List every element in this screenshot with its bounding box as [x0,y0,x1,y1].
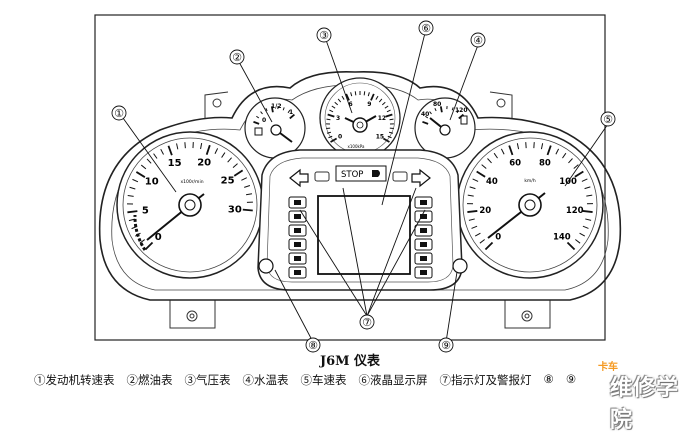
tach-label: 20 [197,158,211,169]
pressure-label: 3 [336,115,340,122]
temp-tick-40: 40 [421,111,429,118]
legend-item-4: ④水温表 [243,372,289,388]
fuel-tick-full: 1 [289,109,293,116]
tach-label: 5 [142,206,149,217]
callout-6: ⑥ [421,22,431,35]
warning-lamp-icon [294,228,301,233]
watermark-logo: 卡车 维修学院 [570,358,690,406]
temp-gauge: 40 80 120 [415,98,475,158]
tach-label: 10 [145,177,159,188]
tach-label: 30 [228,204,242,215]
warning-lamp-icon [294,270,301,275]
speed-label: 60 [509,158,521,168]
warning-lamp-icon [420,270,427,275]
tach-tick [127,211,137,212]
speed-label: 20 [479,206,491,216]
warning-lamp-icon [420,242,427,247]
pressure-tick [327,119,331,120]
pressure-tick [364,91,365,95]
legend-item-5: ⑤车速表 [301,372,347,388]
legend-item-8: ⑧ [544,372,554,388]
warning-lamp-icon [294,256,301,261]
warning-lamp-icon [420,256,427,261]
warning-lamp-icon [294,214,301,219]
warning-lamp-icon [294,200,301,205]
tach-tick [243,210,253,211]
speed-label: 80 [539,158,551,168]
center-module: STOP [258,150,462,290]
warning-lamp-icon [294,242,301,247]
speed-label: 0 [495,233,501,243]
fuel-tick-half: 1/2 [271,103,282,110]
callout-1: ① [114,107,124,120]
pressure-label: 15 [376,134,384,141]
tach-label: 15 [168,158,182,169]
pressure-label: 9 [367,101,371,108]
legend-item-2: ②燃油表 [127,372,173,388]
watermark-main-text: 维修学院 [610,370,690,434]
legend-item-1: ①发动机转速表 [34,372,115,388]
pressure-label: 0 [338,134,342,141]
speed-label: 120 [566,206,584,216]
speed-label: 40 [486,177,498,187]
legend-item-7: ⑦指示灯及警报灯 [440,372,532,388]
speed-label: 140 [553,233,571,243]
callout-4: ④ [473,34,483,47]
callout-7: ⑦ [362,316,372,329]
stop-label: STOP [341,170,363,180]
knob-left [259,259,273,273]
mount-tab-top-left [205,92,228,118]
callout-5: ⑤ [603,113,613,126]
temp-tick-80: 80 [433,101,441,108]
pressure-tick [390,119,394,120]
headlight-icon [372,170,380,177]
speed-tick [467,211,477,212]
callout-2: ② [232,51,242,64]
legend-item-6: ⑥液晶显示屏 [359,372,428,388]
legend-item-3: ③气压表 [185,372,231,388]
temp-tick-120: 120 [455,107,468,114]
speed-tick [583,211,593,212]
warning-lamp-icon [420,228,427,233]
pressure-label: 12 [378,115,386,122]
fuel-gauge: 0 1/2 1 [245,98,305,158]
mount-tab-left [170,300,215,328]
pressure-tick [355,91,356,95]
callout-3: ③ [319,29,329,42]
mount-tab-top-right [490,92,512,118]
speed-unit: km/h [524,178,536,184]
mount-tab-right [505,300,550,328]
tach-label: 25 [221,176,235,187]
knob-right [453,259,467,273]
pressure-unit: x100kPa [347,144,365,149]
warning-lamp-icon [420,200,427,205]
fuel-tick-0: 0 [262,117,266,124]
tach-unit: x100r/min [180,179,203,185]
